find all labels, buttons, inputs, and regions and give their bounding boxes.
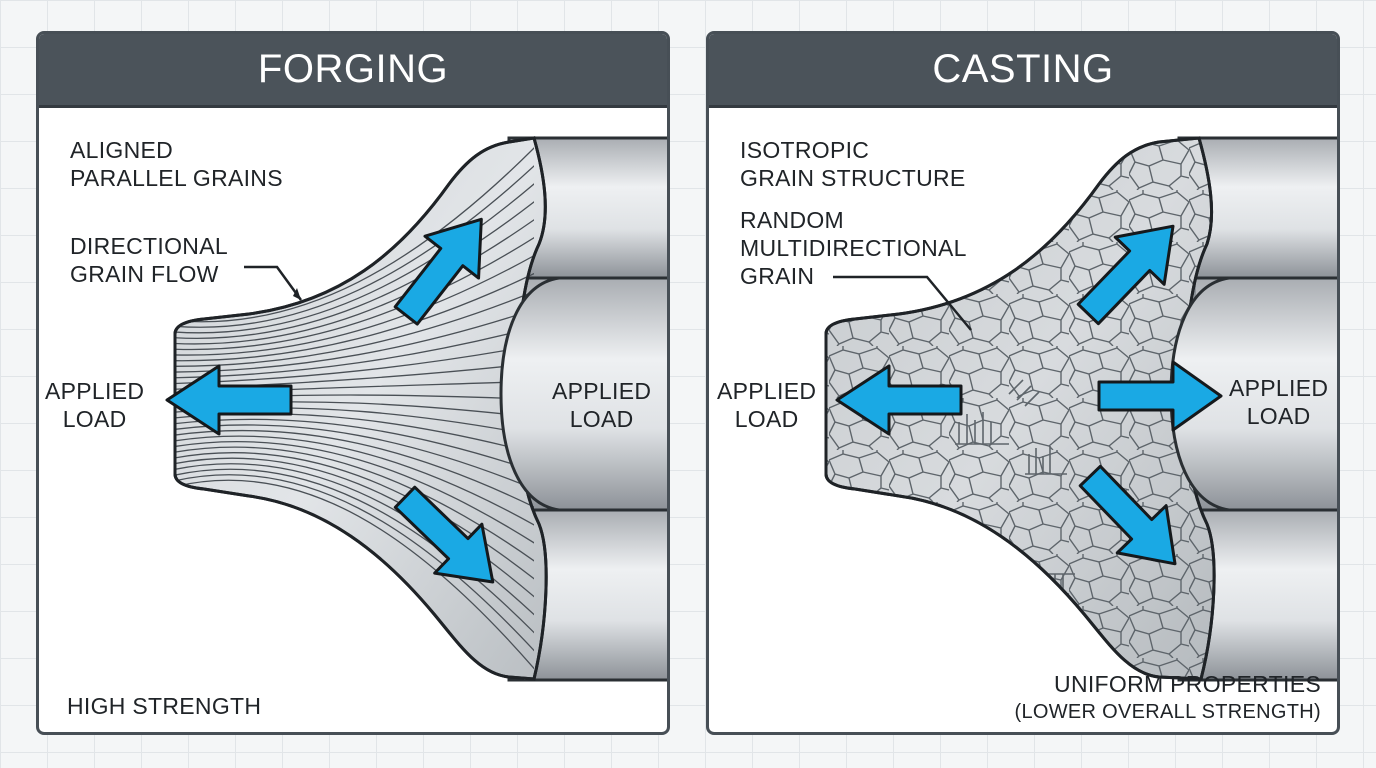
grain-line	[175, 212, 534, 345]
grain-line	[175, 479, 534, 679]
applied-load-left-label: APPLIED LOAD	[45, 378, 145, 432]
panel-title: FORGING	[257, 47, 449, 91]
grain-line	[175, 156, 534, 328]
forging-diagram	[165, 136, 667, 682]
casting-header: CASTING	[709, 34, 1337, 108]
grain-line	[175, 452, 534, 588]
grain-line	[175, 474, 534, 662]
grain-line	[175, 249, 534, 356]
grain-line	[175, 230, 534, 351]
grain-flow-leader	[244, 265, 303, 301]
grain-flow-lines	[175, 138, 534, 679]
grain-line	[175, 435, 534, 532]
grain-line	[175, 446, 534, 569]
grain-alignment-label: ALIGNED PARALLEL GRAINS	[70, 137, 283, 191]
applied-load-left-label: APPLIED LOAD	[717, 378, 817, 432]
forging-panel: FORGING ALIGNED PARALLEL GRAINS DIRECTIO…	[36, 31, 670, 735]
grain-line	[175, 468, 534, 644]
result-label: UNIFORM PROPERTIES (LOWER OVERALL STRENG…	[1014, 671, 1321, 723]
grain-line	[175, 174, 534, 334]
arrow-icon	[393, 217, 483, 326]
grain-line	[175, 286, 534, 367]
forging-header: FORGING	[39, 34, 667, 108]
grain-flow-label: DIRECTIONAL GRAIN FLOW	[70, 233, 228, 287]
grain-line	[175, 193, 534, 339]
result-label: HIGH STRENGTH	[67, 693, 262, 719]
applied-load-right-label: APPLIED LOAD	[1229, 375, 1329, 429]
grain-line	[175, 457, 534, 606]
casting-panel: CASTING ISOTROPIC GRAIN STRUCTURE RANDOM…	[706, 31, 1340, 735]
applied-load-right-label: APPLIED LOAD	[552, 378, 652, 432]
grain-line	[175, 440, 534, 550]
grain-line	[175, 268, 534, 362]
structure-label: ISOTROPIC GRAIN STRUCTURE	[740, 137, 966, 191]
grain-leader	[833, 275, 972, 331]
arrow-icon	[165, 364, 293, 436]
grain-line	[175, 138, 534, 323]
arrow-icon	[1076, 224, 1175, 326]
casting-diagram	[824, 136, 1337, 682]
arrow-icon	[393, 485, 495, 584]
arrow-icon	[835, 364, 963, 436]
panel-title: CASTING	[932, 47, 1114, 91]
grain-label: RANDOM MULTIDIRECTIONAL GRAIN	[740, 207, 967, 289]
arrow-icon	[1097, 360, 1223, 432]
arrow-icon	[1078, 464, 1177, 566]
